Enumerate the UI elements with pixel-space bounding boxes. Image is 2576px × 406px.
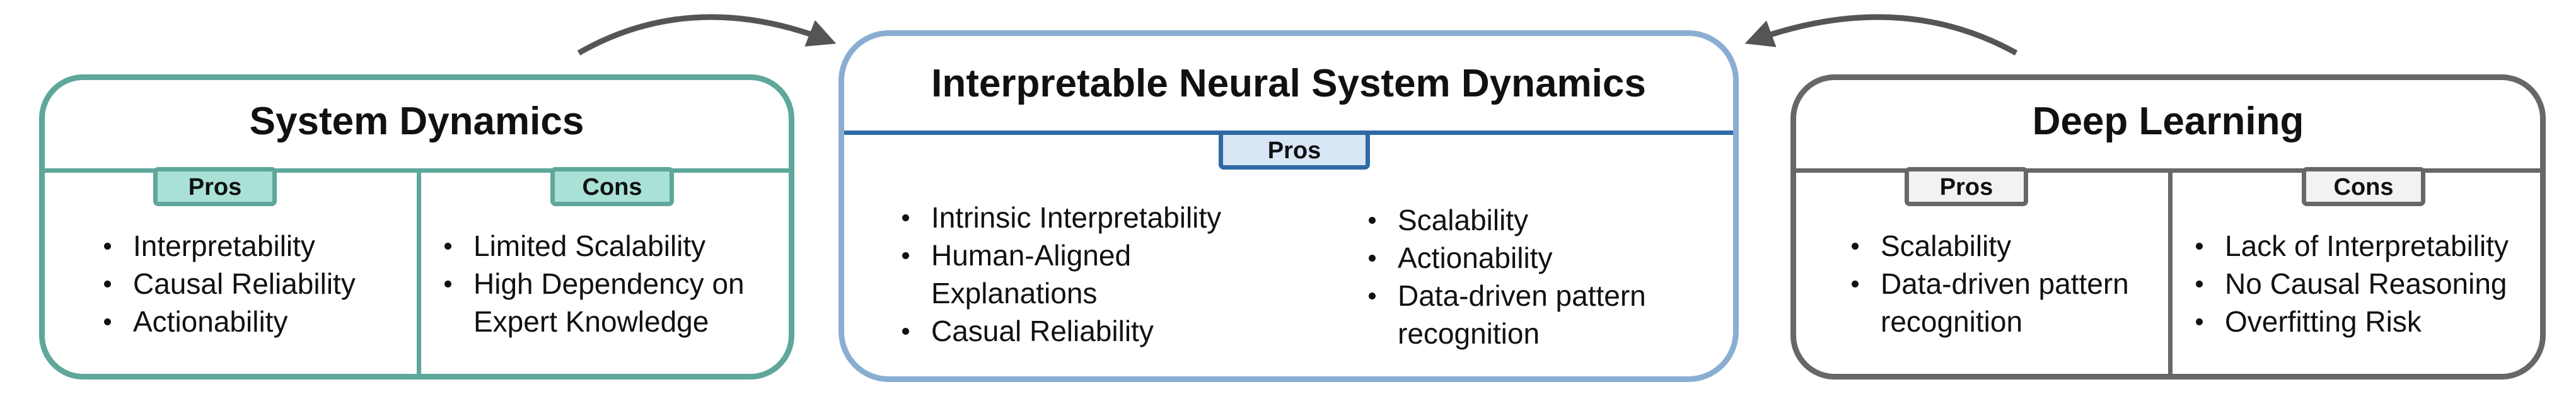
list-item: Limited Scalability [441,227,745,265]
list-item: recognition [1398,317,1540,350]
system-dynamics-pros-list: Interpretability Causal Reliability Acti… [100,227,356,340]
deep-learning-pros-list: Scalability Data-driven pattern recognit… [1848,227,2129,340]
list-item: Actionability [100,303,356,340]
list-item: Scalability [1848,227,2129,265]
list-item: Causal Reliability [100,265,356,303]
list-item: Human-Aligned [898,236,1221,274]
arrow-right-to-center [1744,14,2018,55]
list-item: High Dependency on [441,265,745,303]
deep-learning-panel: Deep Learning Pros Cons Scalability Data… [1790,74,2546,380]
interpretable-nsd-pros-badge: Pros [1219,130,1370,170]
list-item: recognition [1881,305,2023,338]
interpretable-nsd-pros-left-list: Intrinsic Interpretability Human-Aligned… [898,199,1221,350]
list-item: Actionability [1365,239,1646,277]
interpretable-nsd-pros-right-list: Scalability Actionability Data-driven pa… [1365,201,1646,352]
deep-learning-cons-badge: Cons [2302,167,2425,206]
interpretable-nsd-title: Interpretable Neural System Dynamics [931,62,1646,105]
deep-learning-column-divider [2168,170,2173,374]
system-dynamics-cons-list: Limited Scalability High Dependency on E… [441,227,745,340]
deep-learning-pros-badge: Pros [1905,167,2028,206]
list-item: Intrinsic Interpretability [898,199,1221,236]
deep-learning-cons-list: Lack of Interpretability No Causal Reaso… [2192,227,2509,340]
system-dynamics-panel: System Dynamics Pros Cons Interpretabili… [39,74,794,380]
deep-learning-title: Deep Learning [2032,100,2304,143]
list-item: Interpretability [100,227,356,265]
list-item: Casual Reliability [898,312,1221,350]
list-item: Scalability [1365,201,1646,239]
list-item: Explanations [931,277,1098,310]
list-item: Data-driven pattern [1848,265,2129,303]
list-item: No Causal Reasoning [2192,265,2509,303]
list-item: Overfitting Risk [2192,303,2509,340]
system-dynamics-pros-badge: Pros [153,167,277,206]
list-item: Expert Knowledge [473,305,709,338]
system-dynamics-title: System Dynamics [249,100,584,143]
system-dynamics-column-divider [417,170,421,374]
system-dynamics-cons-badge: Cons [550,167,674,206]
list-item: Lack of Interpretability [2192,227,2509,265]
interpretable-nsd-panel: Interpretable Neural System Dynamics Pro… [838,30,1739,382]
arrow-left-to-center [577,14,837,55]
list-item: Data-driven pattern [1365,277,1646,315]
